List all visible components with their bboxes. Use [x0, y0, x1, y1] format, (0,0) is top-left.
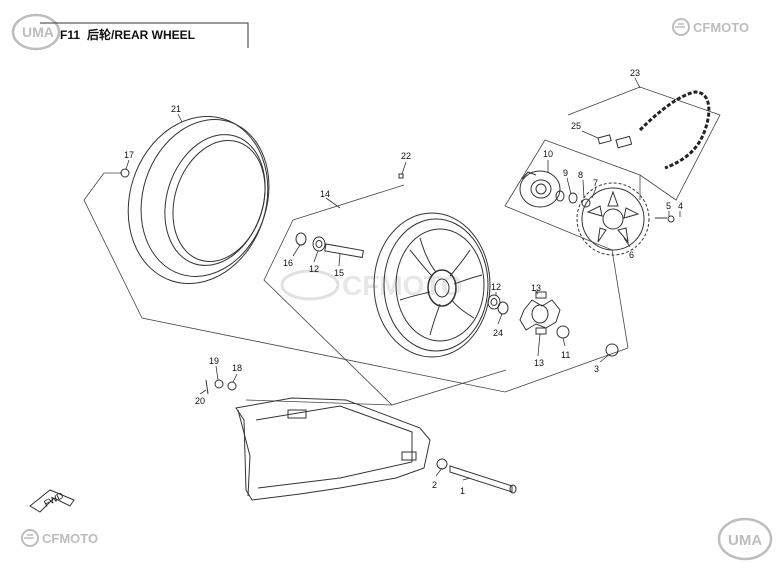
- fwd-arrow: FWD: [29, 489, 75, 513]
- callout-labels: 1 2 3 4 5 6 7 8 9 10 11 12 12 13 13 14 1…: [124, 68, 683, 496]
- drive-chain: [638, 90, 711, 170]
- small-parts: [120, 168, 509, 315]
- hardware: [205, 215, 675, 470]
- watermark: CFMOTO: [280, 269, 463, 301]
- sprocket: [576, 182, 650, 256]
- callout-4: 4: [678, 201, 683, 211]
- logo-uma-top: UMA: [11, 13, 61, 51]
- callout-18: 18: [232, 363, 242, 373]
- section-code: F11: [60, 28, 80, 42]
- logo-uma-bottom-text: UMA: [728, 532, 762, 549]
- callout-12-right: 12: [491, 282, 501, 292]
- callout-1: 1: [460, 486, 465, 496]
- callout-24: 24: [493, 328, 503, 338]
- callout-17: 17: [124, 150, 134, 160]
- callout-13-bottom: 13: [534, 358, 544, 368]
- brand-bottom-text: CFMOTO: [42, 531, 98, 546]
- callout-22: 22: [401, 151, 411, 161]
- callout-11: 11: [561, 350, 570, 360]
- callout-2: 2: [432, 480, 437, 490]
- callout-12-left: 12: [309, 264, 319, 274]
- callout-14: 14: [320, 189, 330, 199]
- callouts: [125, 77, 681, 481]
- callout-7: 7: [593, 178, 598, 188]
- logo-uma-top-text: UMA: [22, 24, 54, 40]
- callout-15: 15: [334, 268, 344, 278]
- chain-joint: [597, 134, 633, 149]
- hub-flange: [519, 170, 591, 208]
- exploded-frame: [83, 86, 721, 406]
- title-frame: [40, 22, 249, 48]
- callout-20: 20: [195, 396, 205, 406]
- watermark-text: CFMOTO: [342, 270, 463, 301]
- tire: [127, 115, 270, 285]
- callout-10: 10: [543, 149, 553, 159]
- brand-top-text: CFMOTO: [693, 20, 749, 35]
- callout-9: 9: [563, 168, 568, 178]
- callout-19: 19: [209, 356, 219, 366]
- swing-arm: [235, 397, 431, 501]
- callout-16: 16: [283, 258, 293, 268]
- callout-3: 3: [594, 364, 599, 374]
- callout-25: 25: [571, 121, 581, 131]
- wheel-rim: [373, 212, 491, 358]
- logo-uma-bottom: UMA: [717, 517, 773, 561]
- cfmoto-logo-top: CFMOTO: [672, 18, 749, 36]
- page-title: 后轮/REAR WHEEL: [87, 27, 195, 42]
- callout-8: 8: [578, 170, 583, 180]
- damper-rubbers: [519, 291, 561, 335]
- callout-23: 23: [630, 68, 640, 78]
- callout-21: 21: [171, 104, 181, 114]
- axle: [449, 465, 517, 494]
- callout-13-top: 13: [531, 283, 541, 293]
- cfmoto-logo-bottom: CFMOTO: [21, 529, 98, 547]
- callout-6: 6: [629, 250, 634, 260]
- callout-5: 5: [666, 201, 671, 211]
